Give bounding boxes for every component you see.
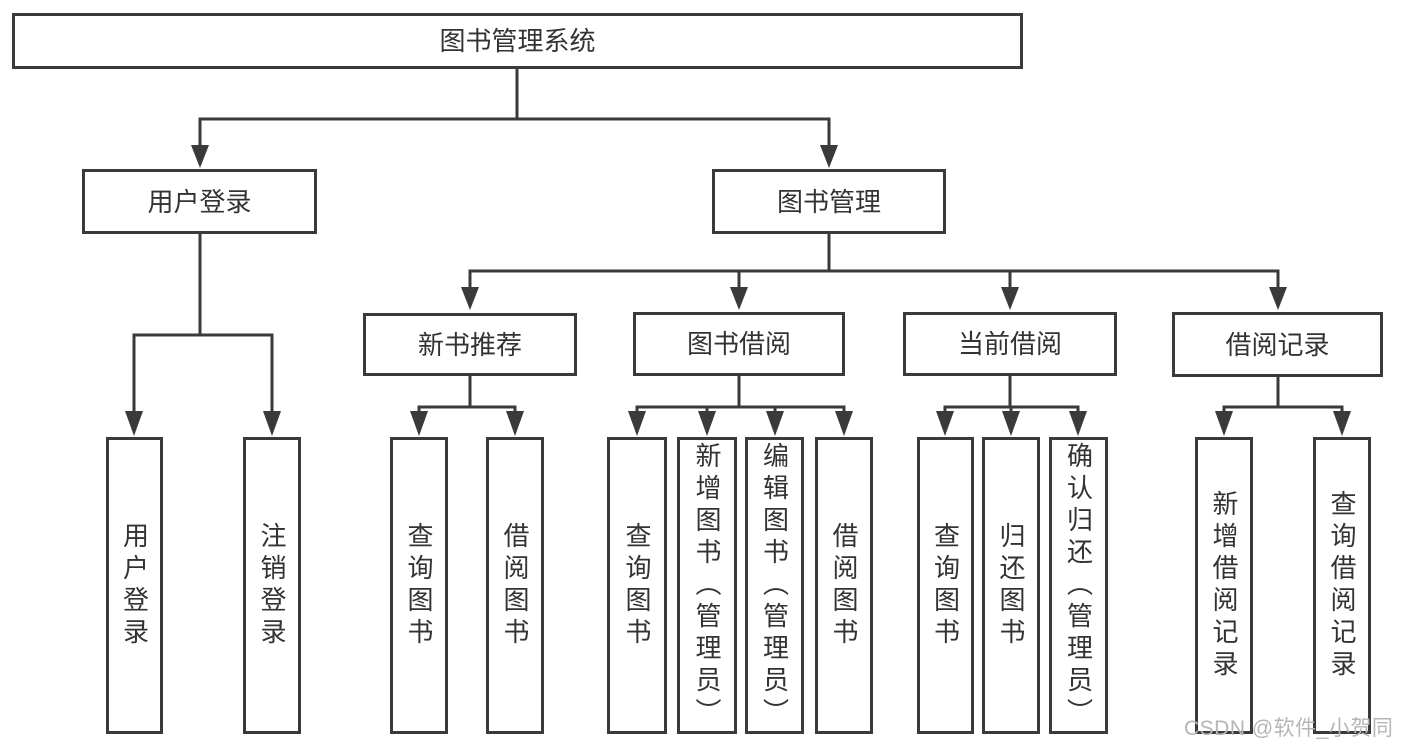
leaf-br-query-record: 查询借阅记录 — [1313, 437, 1371, 734]
leaf-bb-add-books-admin: 新增图书（管理员） — [677, 437, 737, 734]
arrowhead-icon — [1002, 411, 1020, 436]
arrowhead-icon — [820, 145, 838, 168]
arrowhead-icon — [1001, 287, 1019, 310]
leaf-br-add-record: 新增借阅记录 — [1195, 437, 1253, 734]
arrowhead-icon — [191, 145, 209, 168]
node-book-borrow: 图书借阅 — [633, 312, 845, 376]
node-book-management: 图书管理 — [712, 169, 946, 234]
arrowhead-icon — [461, 287, 479, 310]
arrowhead-icon — [628, 411, 646, 436]
arrowhead-icon — [936, 411, 954, 436]
arrowhead-icon — [125, 411, 143, 436]
arrowhead-icon — [766, 411, 784, 436]
leaf-user-login: 用户登录 — [106, 437, 163, 734]
node-current-borrow: 当前借阅 — [903, 312, 1117, 376]
arrowhead-icon — [1269, 287, 1287, 310]
arrowhead-icon — [730, 287, 748, 310]
leaf-cb-query-books: 查询图书 — [917, 437, 974, 734]
leaf-bb-edit-books-admin: 编辑图书（管理员） — [745, 437, 804, 734]
arrowhead-icon — [410, 411, 428, 436]
leaf-nbr-query-books: 查询图书 — [390, 437, 448, 734]
leaf-bb-borrow-books: 借阅图书 — [815, 437, 873, 734]
node-library-management-system: 图书管理系统 — [12, 13, 1023, 69]
arrowhead-icon — [506, 411, 524, 436]
node-user-login: 用户登录 — [82, 169, 317, 234]
leaf-nbr-borrow-books: 借阅图书 — [486, 437, 544, 734]
node-new-book-recommend: 新书推荐 — [363, 313, 577, 376]
arrowhead-icon — [1069, 411, 1087, 436]
leaf-bb-query-books: 查询图书 — [607, 437, 667, 734]
arrowhead-icon — [1333, 411, 1351, 436]
node-borrow-records: 借阅记录 — [1172, 312, 1383, 377]
arrowhead-icon — [835, 411, 853, 436]
arrowhead-icon — [698, 411, 716, 436]
leaf-logout-login: 注销登录 — [243, 437, 301, 734]
leaf-cb-return-books: 归还图书 — [982, 437, 1040, 734]
leaf-cb-confirm-return-admin: 确认归还（管理员） — [1049, 437, 1108, 734]
arrowhead-icon — [1215, 411, 1233, 436]
watermark: CSDN @软件_小贺同学 — [1184, 717, 1394, 740]
connector-path — [132, 67, 1344, 415]
arrowhead-icon — [263, 411, 281, 436]
arrowheads — [125, 145, 1351, 436]
